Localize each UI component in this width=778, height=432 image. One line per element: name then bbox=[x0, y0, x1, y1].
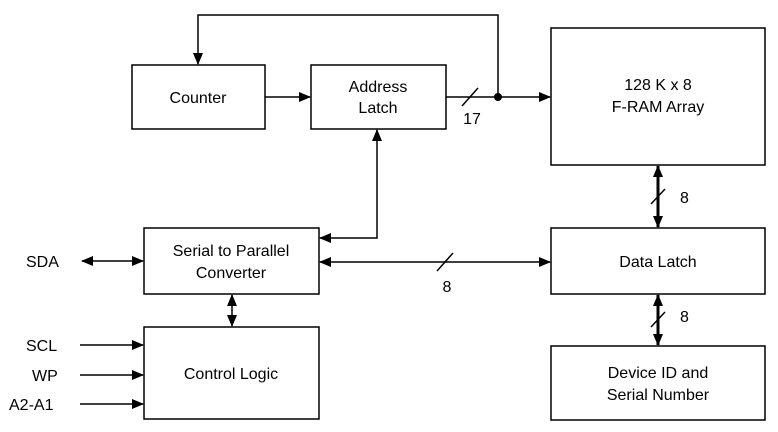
control-logic-label: Control Logic bbox=[184, 366, 278, 383]
counter-label: Counter bbox=[170, 90, 228, 107]
address-latch-label-line2: Latch bbox=[358, 100, 397, 117]
serial-to-parallel-label-line1: Serial to Parallel bbox=[173, 243, 290, 260]
array-data-latch-slash bbox=[650, 188, 666, 205]
scl-pin-label: SCL bbox=[26, 338, 57, 355]
address-bus-slash bbox=[461, 87, 479, 107]
address-latch-label-line1: Address bbox=[349, 79, 408, 96]
fram-array-label-line2: F-RAM Array bbox=[612, 99, 704, 116]
converter-data-latch-width: 8 bbox=[443, 279, 452, 296]
address-bus-width: 17 bbox=[463, 111, 481, 128]
control-logic-block: Control Logic bbox=[143, 326, 320, 420]
device-id-label-line1: Device ID and bbox=[608, 365, 709, 382]
data-latch-block: Data Latch bbox=[550, 227, 766, 295]
device-id-label-line2: Serial Number bbox=[607, 387, 710, 404]
serial-to-parallel-label-line2: Converter bbox=[196, 265, 267, 282]
wp-pin-label: WP bbox=[32, 368, 58, 385]
device-id-block: Device ID and Serial Number bbox=[550, 345, 766, 421]
fram-array-block: 128 K x 8 F-RAM Array bbox=[550, 27, 766, 166]
sda-pin-label: SDA bbox=[26, 254, 59, 271]
serial-to-parallel-block: Serial to Parallel Converter bbox=[143, 227, 320, 295]
converter-data-latch-slash bbox=[436, 252, 454, 272]
data-latch-label: Data Latch bbox=[619, 254, 696, 271]
counter-block: Counter bbox=[131, 64, 266, 130]
a2a1-pin-label: A2-A1 bbox=[9, 397, 54, 414]
address-feedback-arrow bbox=[193, 14, 499, 97]
data-latch-device-id-slash bbox=[650, 311, 666, 328]
fram-array-label-line1: 128 K x 8 bbox=[624, 77, 692, 94]
array-data-latch-width: 8 bbox=[680, 190, 689, 207]
data-latch-device-id-width: 8 bbox=[680, 309, 689, 326]
address-latch-converter-arrow bbox=[319, 129, 382, 243]
address-latch-block: Address Latch bbox=[310, 64, 447, 130]
